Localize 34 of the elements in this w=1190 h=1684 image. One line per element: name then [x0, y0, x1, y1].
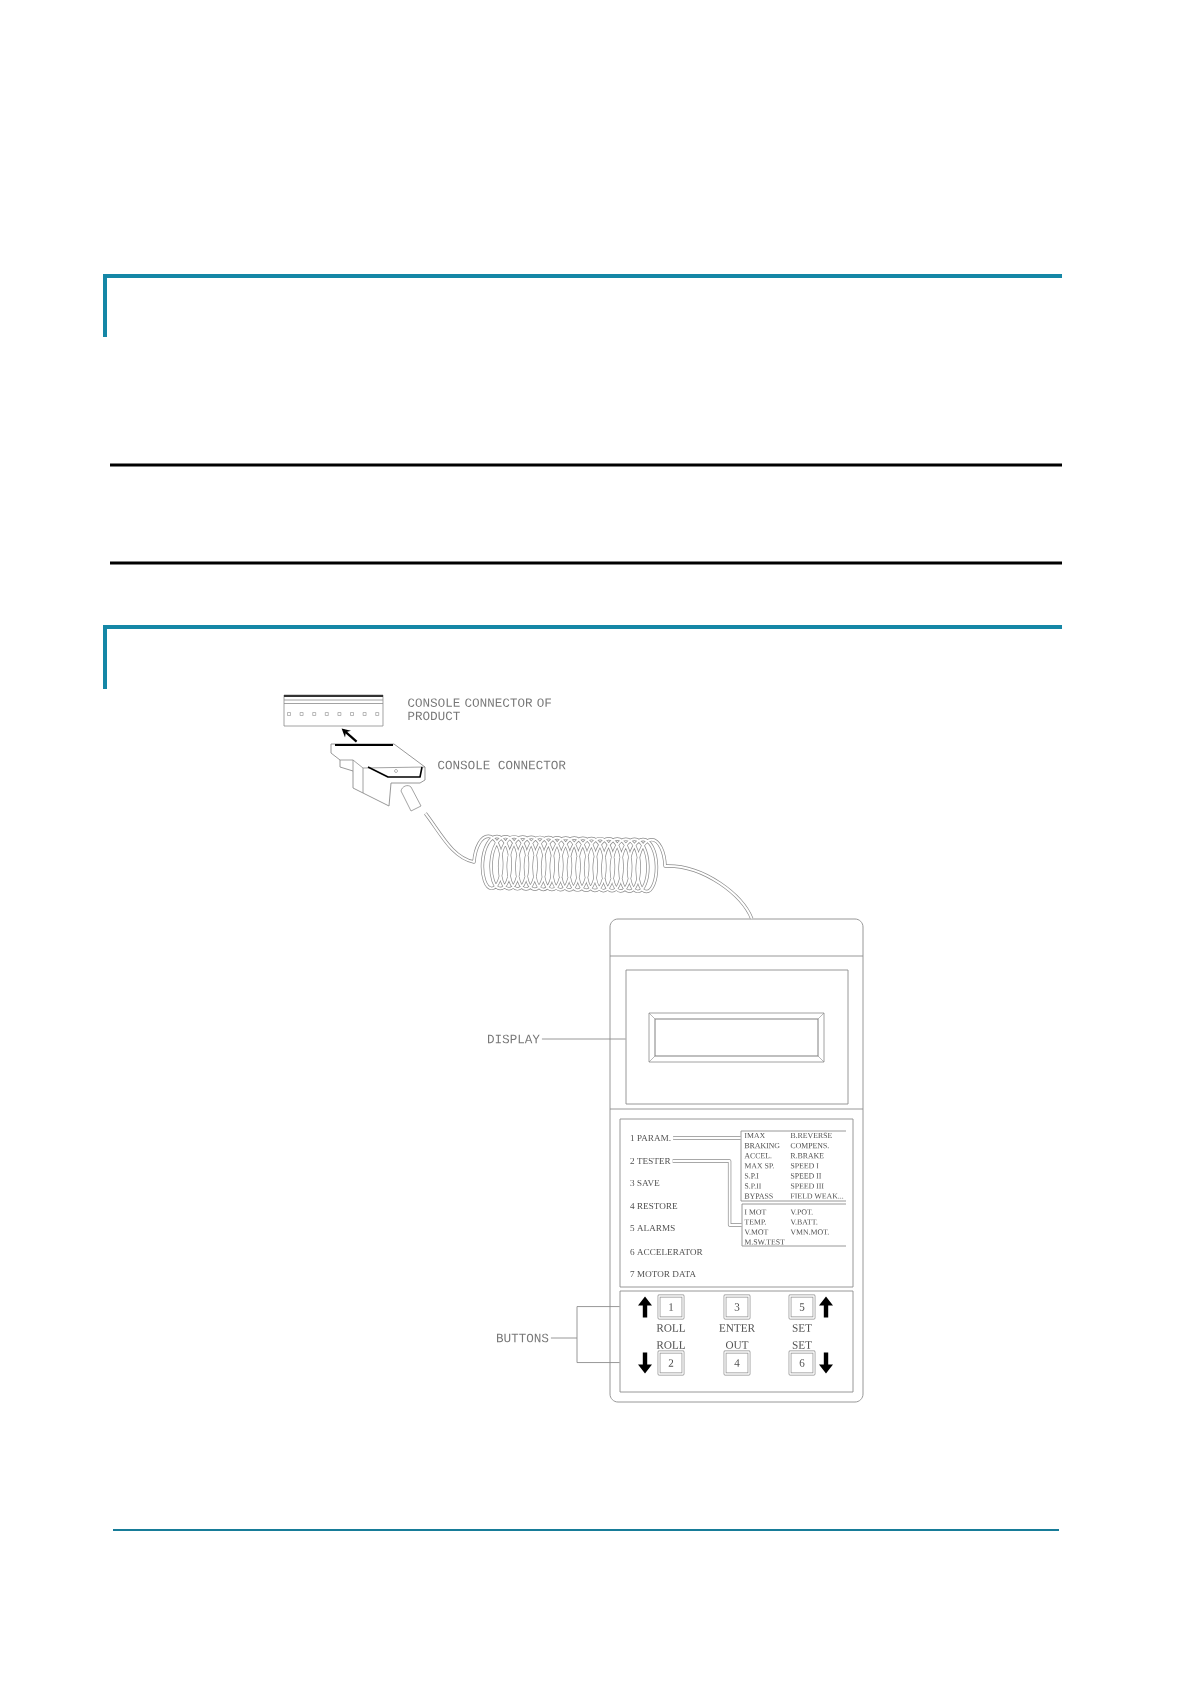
callout-label: CONSOLE CONNECTOR OF PRODUCT	[408, 698, 551, 721]
menu-item: 1 PARAM.	[630, 1134, 671, 1142]
keypad-panel	[619, 1290, 854, 1393]
key-button: 6	[788, 1350, 816, 1376]
bracket-leader	[550, 1306, 620, 1363]
menu-item: 4 RESTORE	[630, 1202, 678, 1210]
key-button: 1	[657, 1294, 685, 1320]
leader-line	[541, 1038, 626, 1040]
menu-item: 2 TESTER	[630, 1157, 671, 1165]
callout-label: CONSOLE CONNECTOR	[438, 760, 566, 770]
key-button: 4	[723, 1350, 751, 1376]
connector-line	[671, 1159, 743, 1227]
key-label: SET	[792, 1324, 812, 1332]
coiled-cable	[424, 812, 754, 920]
key-label: SET	[792, 1341, 812, 1349]
connector-line	[672, 1136, 742, 1140]
key-label: ROLL	[656, 1341, 685, 1349]
menu-item: 3 SAVE	[630, 1179, 660, 1187]
key-button: 2	[657, 1350, 685, 1376]
menu-item: 5 ALARMS	[630, 1224, 675, 1232]
menu-item: 7 MOTOR DATA	[630, 1270, 696, 1278]
key-button: 5	[788, 1294, 816, 1320]
console-body	[609, 918, 864, 1403]
key-label: ROLL	[656, 1324, 685, 1332]
callout-label: BUTTONS	[497, 1333, 549, 1343]
menu-item: 6 ACCELERATOR	[630, 1248, 703, 1256]
key-label: ENTER	[719, 1324, 756, 1332]
lcd-display	[625, 969, 849, 1105]
key-button: 3	[723, 1294, 751, 1320]
callout-label: DISPLAY	[488, 1034, 540, 1044]
key-label: OUT	[725, 1341, 749, 1349]
menu-panel	[619, 1118, 854, 1288]
connector-plug-drawing	[330, 743, 426, 812]
connector-socket-drawing	[283, 694, 384, 727]
